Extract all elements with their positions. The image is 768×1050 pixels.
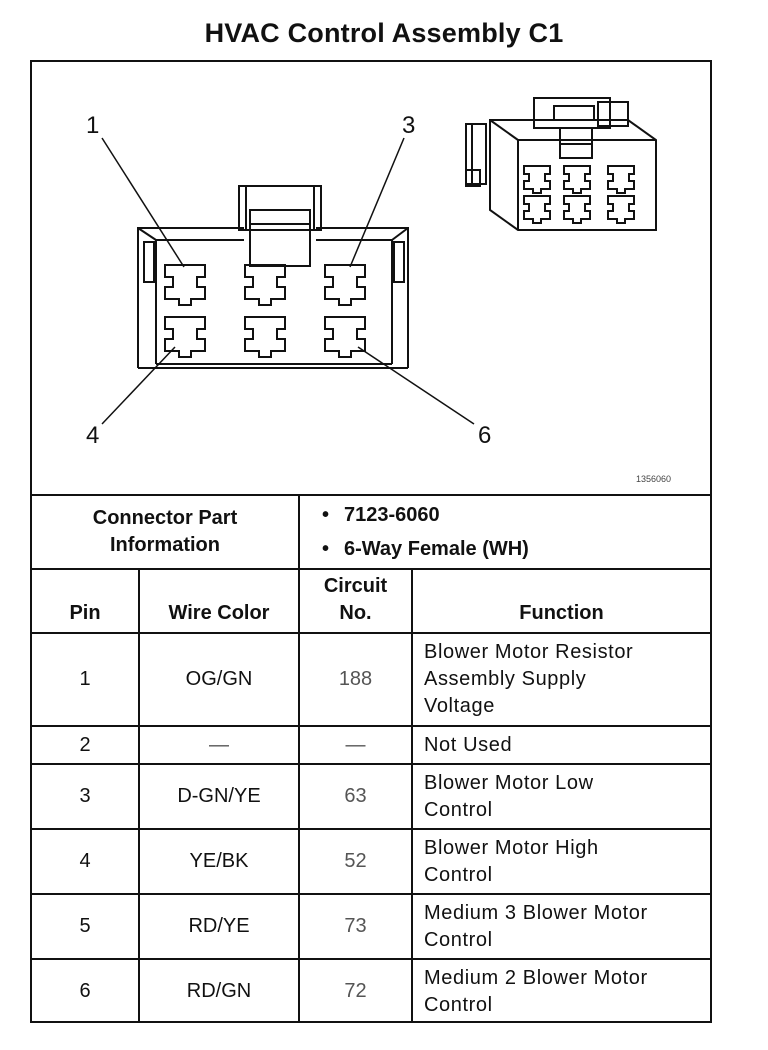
callout-pin-3: 3 <box>402 112 416 139</box>
part-number: •7123-6060 <box>322 504 440 526</box>
leader-lines <box>101 137 475 425</box>
callout-pin-6: 6 <box>478 422 492 449</box>
circuit-cell: — <box>298 725 413 765</box>
pin-cell: 5 <box>32 893 140 960</box>
connector-diagram: 1 3 4 6 1356060 <box>32 62 710 496</box>
pin-cell: 4 <box>32 828 140 895</box>
pin-cell: 2 <box>32 725 140 765</box>
table-row: 1 OG/GN 188 Blower Motor Resistor Assemb… <box>32 632 710 727</box>
table-row: 6 RD/GN 72 Medium 2 Blower Motor Control <box>32 958 710 1023</box>
front-connector-outline <box>137 185 409 369</box>
pinout-table: Connector Part Information •7123-6060 •6… <box>32 494 710 1023</box>
page-title: HVAC Control Assembly C1 <box>204 18 564 48</box>
table-row: 3 D-GN/YE 63 Blower Motor Low Control <box>32 763 710 830</box>
wire-color-cell: RD/YE <box>138 893 300 960</box>
pin-cell: 6 <box>32 958 140 1023</box>
front-cavities <box>164 264 366 358</box>
function-cell: Blower Motor Low Control <box>411 763 710 830</box>
function-cell: Medium 2 Blower Motor Control <box>411 958 710 1023</box>
connector-type: •6-Way Female (WH) <box>322 538 529 560</box>
circuit-cell: 188 <box>298 632 413 727</box>
drawing-reference-code: 1356060 <box>636 474 672 484</box>
iso-connector <box>465 97 657 231</box>
connector-info-label: Connector Part Information <box>32 494 300 570</box>
wire-color-cell: RD/GN <box>138 958 300 1023</box>
callout-pin-4: 4 <box>86 422 100 449</box>
header-circuit-no: Circuit No. <box>298 568 413 634</box>
wire-color-cell: OG/GN <box>138 632 300 727</box>
function-cell: Blower Motor Resistor Assembly Supply Vo… <box>411 632 710 727</box>
wire-color-cell: — <box>138 725 300 765</box>
table-row: 5 RD/YE 73 Medium 3 Blower Motor Control <box>32 893 710 960</box>
function-cell: Medium 3 Blower Motor Control <box>411 893 710 960</box>
header-pin: Pin <box>32 568 140 634</box>
pin-cell: 1 <box>32 632 140 727</box>
callout-pin-1: 1 <box>86 112 100 139</box>
circuit-cell: 72 <box>298 958 413 1023</box>
table-row: 2 — — Not Used <box>32 725 710 765</box>
circuit-cell: 63 <box>298 763 413 830</box>
circuit-cell: 73 <box>298 893 413 960</box>
function-cell: Blower Motor High Control <box>411 828 710 895</box>
connector-drawing <box>101 97 657 425</box>
wire-color-cell: D-GN/YE <box>138 763 300 830</box>
header-function: Function <box>411 568 710 634</box>
iso-cavities <box>523 165 635 224</box>
pin-cell: 3 <box>32 763 140 830</box>
connector-sheet: 1 3 4 6 1356060 Connector Part Informati… <box>30 60 712 1023</box>
connector-info-values: •7123-6060 •6-Way Female (WH) <box>298 494 710 570</box>
circuit-cell: 52 <box>298 828 413 895</box>
header-wire-color: Wire Color <box>138 568 300 634</box>
wire-color-cell: YE/BK <box>138 828 300 895</box>
connector-info-row: Connector Part Information •7123-6060 •6… <box>32 494 710 570</box>
function-cell: Not Used <box>411 725 710 765</box>
header-row: Pin Wire Color Circuit No. Function <box>32 568 710 634</box>
table-row: 4 YE/BK 52 Blower Motor High Control <box>32 828 710 895</box>
